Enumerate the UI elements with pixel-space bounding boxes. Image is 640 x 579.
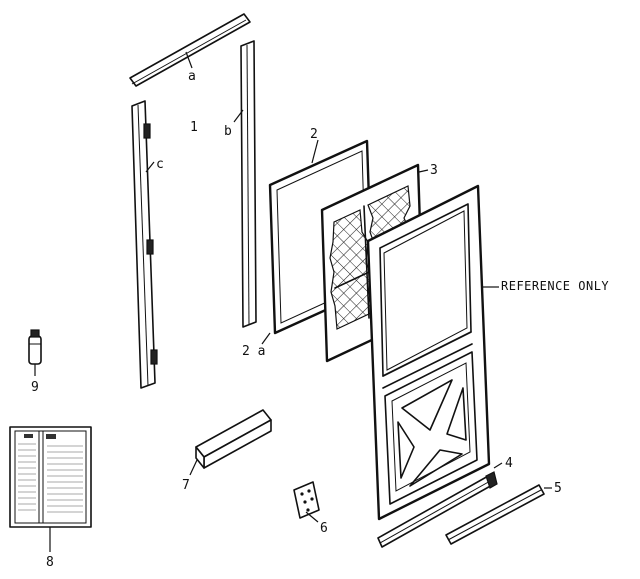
label-part-8: 8	[46, 555, 54, 570]
hardware-pack-part-6	[293, 481, 320, 523]
label-part-a: a	[188, 69, 196, 84]
right-stile-part-b	[233, 40, 257, 328]
label-part-2: 2	[310, 127, 318, 142]
label-part-b: b	[224, 124, 232, 139]
label-door-note: REFERENCE ONLY	[501, 279, 609, 293]
lubricant-bottle-part-9	[28, 329, 42, 376]
label-part-4: 4	[505, 456, 513, 471]
label-part-2a: 2 a	[242, 344, 265, 359]
bottom-expander-part-4	[377, 462, 503, 548]
main-door-reference	[366, 184, 499, 521]
label-part-3: 3	[430, 163, 438, 178]
instruction-booklet-part-8	[9, 426, 92, 552]
label-part-c: c	[156, 157, 164, 172]
hinge-stile-part-c	[131, 100, 158, 389]
label-part-9: 9	[31, 380, 39, 395]
label-part-5: 5	[554, 481, 562, 496]
closer-box-part-7	[189, 409, 272, 476]
door-sweep-part-5	[445, 484, 552, 545]
top-rail-part-a	[129, 13, 251, 87]
label-part-6: 6	[320, 521, 328, 536]
label-part-1: 1	[190, 120, 198, 135]
label-part-7: 7	[182, 478, 190, 493]
